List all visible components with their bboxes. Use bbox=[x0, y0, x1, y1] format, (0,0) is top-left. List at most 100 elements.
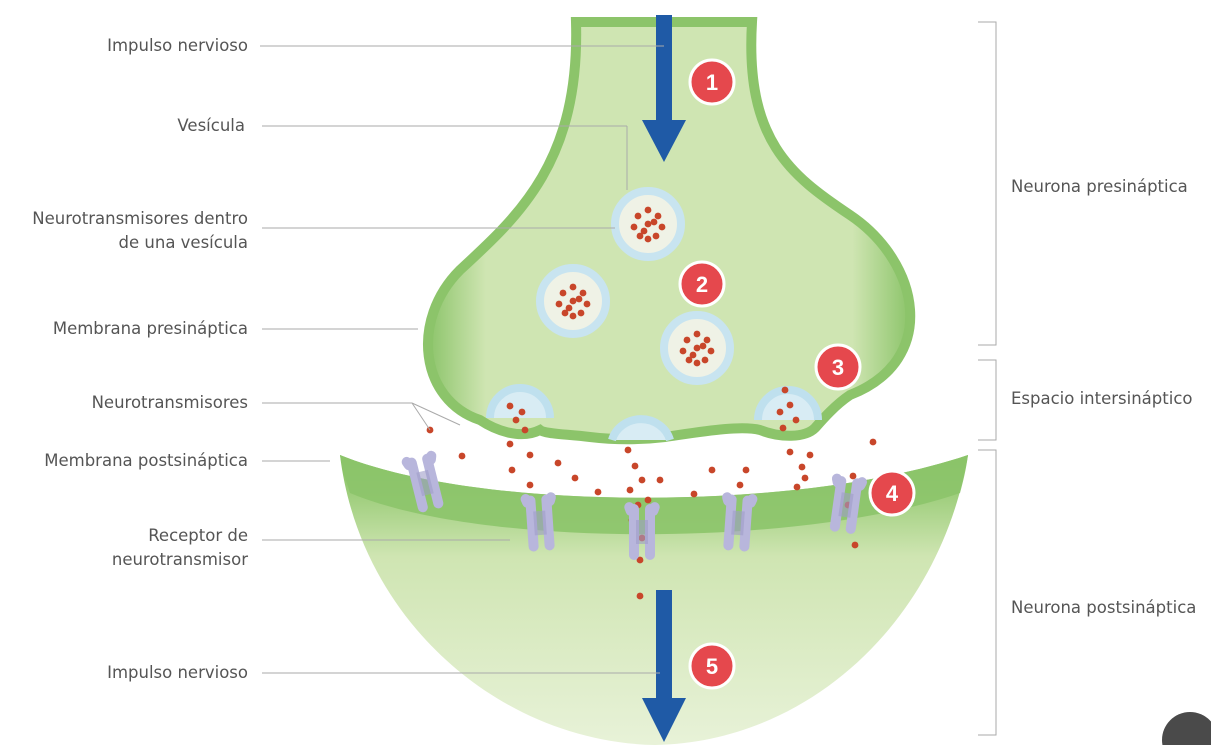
bracket-postsynaptic bbox=[978, 450, 996, 735]
neurotransmitter-dot bbox=[787, 449, 794, 456]
label-neurotransmitters: Neurotransmisores bbox=[92, 391, 248, 415]
label-postsynaptic-membrane: Membrana postsináptica bbox=[44, 449, 248, 473]
neurotransmitter-dot bbox=[507, 441, 514, 448]
label-text: neurotransmisor bbox=[48, 548, 248, 572]
neurotransmitter-dot bbox=[578, 310, 585, 317]
label-nerve-impulse-bottom: Impulso nervioso bbox=[107, 661, 248, 685]
neurotransmitter-dot bbox=[743, 467, 750, 474]
label-text: Espacio intersináptico bbox=[1011, 389, 1193, 408]
neurotransmitter-dot bbox=[641, 228, 648, 235]
label-text: Impulso nervioso bbox=[107, 663, 248, 682]
neurotransmitter-dot bbox=[709, 467, 716, 474]
neurotransmitter-dot bbox=[794, 484, 801, 491]
neurotransmitter-dot bbox=[704, 337, 711, 344]
neurotransmitter-dot bbox=[584, 301, 591, 308]
neurotransmitter-dot bbox=[702, 357, 709, 364]
label-text: Neurona presináptica bbox=[1011, 177, 1188, 196]
neurotransmitter-dot bbox=[694, 360, 701, 367]
neurotransmitter-dot bbox=[580, 290, 587, 297]
corner-button-icon bbox=[1162, 712, 1211, 745]
neurotransmitter-dot bbox=[632, 463, 639, 470]
neurotransmitter-dot bbox=[655, 213, 662, 220]
neurotransmitter-dot bbox=[645, 236, 652, 243]
neurotransmitter-dot bbox=[645, 497, 652, 504]
neurotransmitter-dot bbox=[627, 487, 634, 494]
neurotransmitter-dot bbox=[807, 452, 814, 459]
neurotransmitter-dot bbox=[507, 403, 514, 410]
neurotransmitter-dot bbox=[519, 409, 526, 416]
bracket-intersynaptic bbox=[978, 360, 996, 440]
neurotransmitter-dot bbox=[625, 447, 632, 454]
label-neurotransmitters-in-vesicle: Neurotransmisores dentro de una vesícula bbox=[0, 207, 248, 255]
neurotransmitter-dot bbox=[737, 482, 744, 489]
neurotransmitter-dot bbox=[651, 219, 658, 226]
neurotransmitter-dot bbox=[637, 593, 644, 600]
neurotransmitter-dot bbox=[566, 305, 573, 312]
fused-vesicle bbox=[612, 419, 670, 440]
svg-text:1: 1 bbox=[706, 70, 718, 95]
brackets bbox=[978, 22, 996, 735]
neurotransmitter-dot bbox=[513, 417, 520, 424]
neurotransmitter-dot bbox=[799, 464, 806, 471]
neurotransmitter-dot bbox=[560, 290, 567, 297]
label-nerve-impulse-top: Impulso nervioso bbox=[107, 34, 248, 58]
neurotransmitter-dot bbox=[522, 427, 529, 434]
label-neurotransmitter-receptor: Receptor de neurotransmisor bbox=[48, 524, 248, 572]
neurotransmitter-dot bbox=[570, 313, 577, 320]
neurotransmitter-dot bbox=[570, 284, 577, 291]
neurotransmitter-dot bbox=[787, 402, 794, 409]
neurotransmitter-dot bbox=[793, 417, 800, 424]
neurotransmitter-dot bbox=[555, 460, 562, 467]
neurotransmitter-dot bbox=[782, 387, 789, 394]
svg-text:5: 5 bbox=[706, 654, 718, 679]
neurotransmitter-dot bbox=[509, 467, 516, 474]
step-badge-1: 1 bbox=[690, 60, 734, 104]
label-synaptic-cleft: Espacio intersináptico bbox=[1011, 387, 1193, 411]
step-badge-4: 4 bbox=[870, 471, 914, 515]
neurotransmitter-dot bbox=[690, 352, 697, 359]
svg-text:3: 3 bbox=[832, 355, 844, 380]
label-text: Neurotransmisores bbox=[92, 393, 248, 412]
svg-text:4: 4 bbox=[886, 481, 899, 506]
neurotransmitter-dot bbox=[459, 453, 466, 460]
label-text: de una vesícula bbox=[0, 231, 248, 255]
neurotransmitter-dot bbox=[527, 482, 534, 489]
neurotransmitter-dot bbox=[572, 475, 579, 482]
label-text: Membrana presináptica bbox=[53, 319, 248, 338]
neurotransmitter-dot bbox=[657, 477, 664, 484]
neurotransmitter-dot bbox=[870, 439, 877, 446]
neurotransmitter-dot bbox=[631, 224, 638, 231]
label-presynaptic-membrane: Membrana presináptica bbox=[53, 317, 248, 341]
neurotransmitter-dot bbox=[777, 409, 784, 416]
neurotransmitter-dot bbox=[556, 301, 563, 308]
neurotransmitter-dot bbox=[708, 348, 715, 355]
neurotransmitter-dot bbox=[780, 425, 787, 432]
neurotransmitter-dot bbox=[645, 207, 652, 214]
label-text: Membrana postsináptica bbox=[44, 451, 248, 470]
label-text: Neurona postsináptica bbox=[1011, 598, 1196, 617]
label-text: Neurotransmisores dentro bbox=[0, 207, 248, 231]
neurotransmitter-dot bbox=[527, 452, 534, 459]
neurotransmitter-dot bbox=[595, 489, 602, 496]
neurotransmitter-dot bbox=[635, 213, 642, 220]
neurotransmitter-dot bbox=[684, 337, 691, 344]
neurotransmitter-dot bbox=[700, 343, 707, 350]
neurotransmitter-dot bbox=[691, 491, 698, 498]
neurotransmitter-dot bbox=[694, 331, 701, 338]
step-badge-5: 5 bbox=[690, 644, 734, 688]
neurotransmitter-dot bbox=[653, 233, 660, 240]
step-badge-2: 2 bbox=[680, 262, 724, 306]
neurotransmitter-dot bbox=[570, 298, 577, 305]
neurotransmitter-dot bbox=[802, 475, 809, 482]
neurotransmitter-dot bbox=[639, 477, 646, 484]
neurotransmitter-dot bbox=[645, 221, 652, 228]
label-presynaptic-neuron: Neurona presináptica bbox=[1011, 175, 1188, 199]
label-text: Receptor de bbox=[48, 524, 248, 548]
step-badge-3: 3 bbox=[816, 345, 860, 389]
svg-text:2: 2 bbox=[696, 272, 708, 297]
label-text: Impulso nervioso bbox=[107, 36, 248, 55]
neurotransmitter-dot bbox=[852, 542, 859, 549]
neurotransmitter-dot bbox=[850, 473, 857, 480]
label-postsynaptic-neuron: Neurona postsináptica bbox=[1011, 596, 1196, 620]
